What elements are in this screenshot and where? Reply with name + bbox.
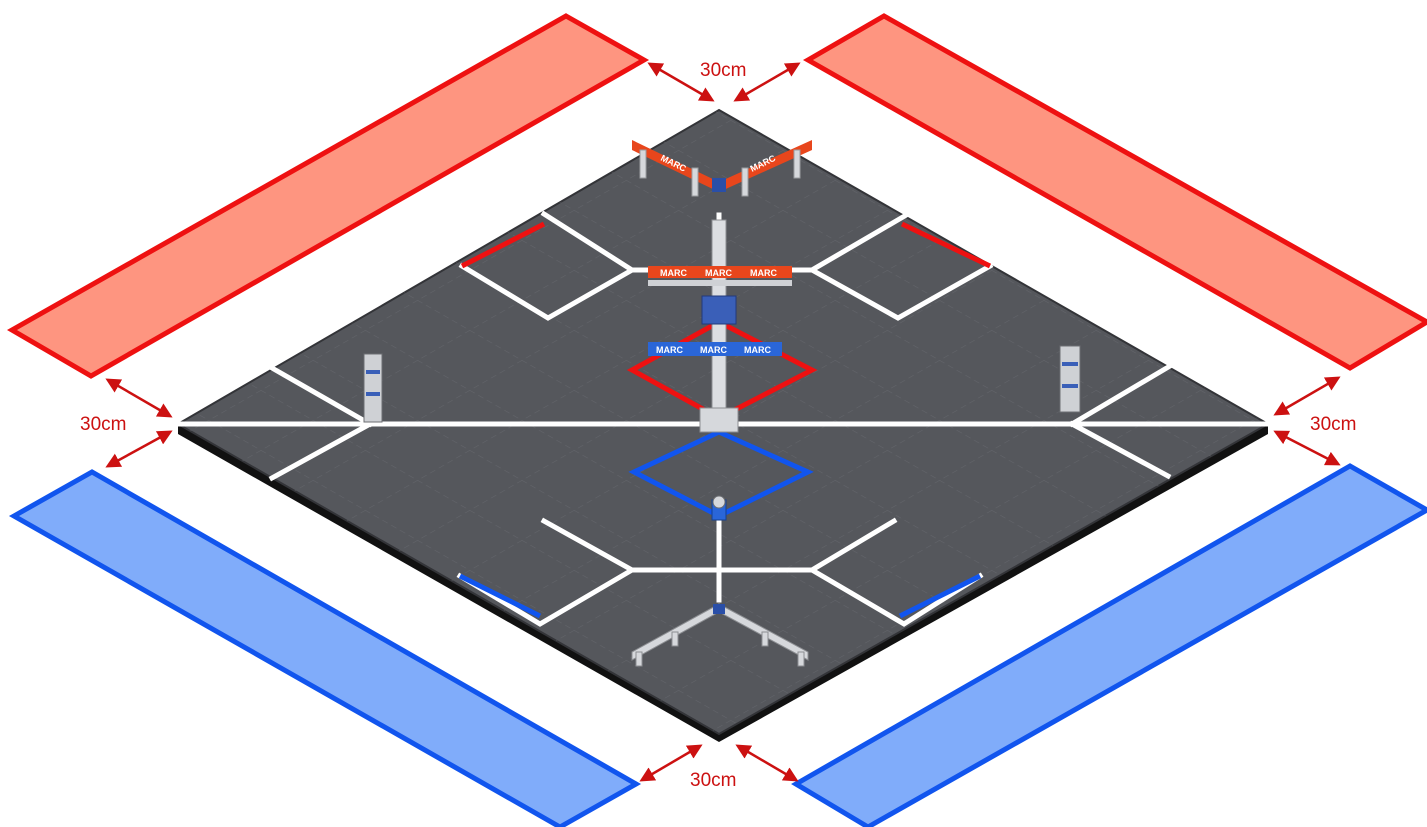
dimension-label-right: 30cm	[1310, 414, 1356, 435]
bottom-corner-fence	[631, 603, 809, 667]
double-headed-arrow-icon	[105, 378, 173, 418]
banner-text-4: MARC	[705, 268, 732, 278]
banner-text-5: MARC	[750, 268, 777, 278]
blue-zone-bottom-left	[8, 469, 642, 827]
dimension-arrows	[105, 62, 1341, 782]
blue-zone-bottom-right	[791, 463, 1427, 827]
banner-text-3: MARC	[660, 268, 687, 278]
double-headed-arrow-icon	[733, 62, 801, 102]
dimension-label-top: 30cm	[700, 60, 746, 81]
left-tower	[363, 353, 383, 423]
red-zone-top-left	[6, 13, 650, 379]
banner-text-8: MARC	[744, 345, 771, 355]
double-headed-arrow-icon	[639, 744, 703, 782]
red-zone-top-right	[802, 13, 1427, 371]
double-headed-arrow-icon	[105, 430, 173, 468]
right-tower	[1059, 345, 1081, 413]
blue-goal-post	[711, 495, 727, 521]
dimension-label-bottom: 30cm	[690, 770, 736, 791]
double-headed-arrow-icon	[1273, 430, 1341, 466]
double-headed-arrow-icon	[647, 62, 715, 102]
dimension-label-left: 30cm	[80, 414, 126, 435]
double-headed-arrow-icon	[735, 744, 799, 782]
banner-text-7: MARC	[700, 345, 727, 355]
double-headed-arrow-icon	[1273, 376, 1341, 416]
banner-text-6: MARC	[656, 345, 683, 355]
center-beam-structure: MARC MARC MARC MARC MARC MARC	[648, 219, 792, 433]
